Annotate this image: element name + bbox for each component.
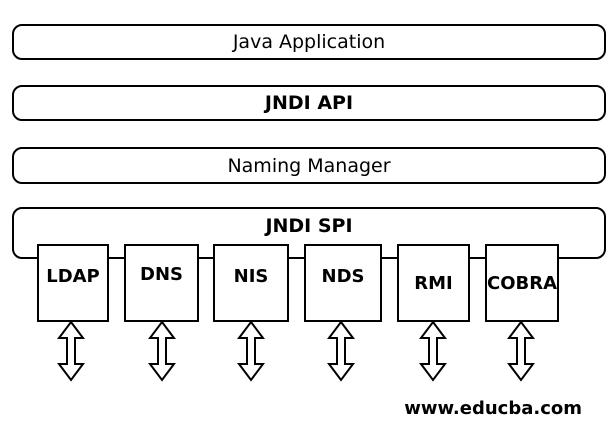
java-application-layer: Java Application: [12, 24, 606, 60]
provider-dns: DNS: [124, 244, 199, 322]
provider-dns-label: DNS: [140, 264, 183, 285]
provider-rmi-label: RMI: [414, 273, 453, 294]
double-arrow-icon: [327, 320, 355, 382]
double-arrow-icon: [57, 320, 85, 382]
java-application-label: Java Application: [232, 31, 386, 53]
double-arrow-icon: [507, 320, 535, 382]
website-watermark: www.educba.com: [404, 398, 582, 419]
provider-cobra: COBRA: [485, 244, 559, 322]
provider-nis-label: NIS: [233, 266, 269, 287]
jndi-api-layer: JNDI API: [12, 85, 606, 121]
provider-ldap-label: LDAP: [46, 266, 100, 287]
double-arrow-icon: [419, 320, 447, 382]
naming-manager-label: Naming Manager: [227, 154, 391, 177]
provider-rmi: RMI: [397, 244, 470, 322]
provider-nds: NDS: [304, 244, 382, 322]
provider-nds-label: NDS: [321, 266, 365, 287]
double-arrow-icon: [237, 320, 265, 382]
provider-nis: NIS: [213, 244, 289, 322]
provider-ldap: LDAP: [37, 244, 109, 322]
jndi-api-label: JNDI API: [264, 92, 354, 114]
jndi-spi-label: JNDI SPI: [265, 215, 353, 237]
double-arrow-icon: [148, 320, 176, 382]
naming-manager-layer: Naming Manager: [12, 147, 606, 184]
provider-cobra-label: COBRA: [486, 273, 558, 294]
